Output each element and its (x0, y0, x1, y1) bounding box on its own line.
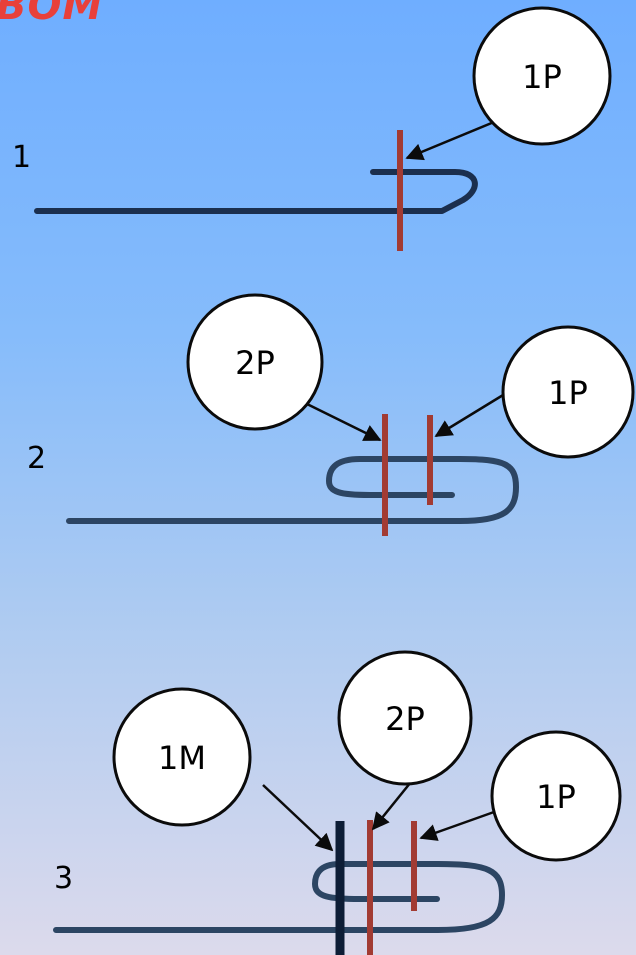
step-number-3: 3 (54, 861, 74, 896)
step-2-bubble-2p: 2P (186, 293, 324, 431)
step-2-bubble-2p-label: 2P (235, 344, 275, 382)
step-3-group: 1M 2P 1P (53, 650, 622, 955)
step-1-group: 1P (34, 6, 612, 251)
step-3-arrow-2p (371, 776, 416, 831)
step-3-bubble-2p-label: 2P (385, 700, 425, 738)
title-fragment: ВОМ (0, 0, 104, 29)
step-2-bubble-1p-label: 1P (548, 374, 588, 412)
step-2-cable (66, 456, 519, 524)
step-1-bubble-1p: 1P (472, 6, 612, 146)
step-3-arrow-1m (262, 784, 334, 852)
step-2-bubble-1p: 1P (501, 325, 635, 459)
step-2-arrow-1p (434, 390, 509, 438)
step-3-bubble-1m: 1M (112, 687, 252, 827)
step-3-bubble-1p: 1P (490, 730, 622, 862)
step-2-group: 2P 1P (66, 293, 635, 536)
step-1-bubble-1p-label: 1P (522, 58, 562, 96)
step-1-arrow-1p (405, 120, 495, 161)
step-3-bubble-1p-label: 1P (536, 778, 576, 816)
step-3-cable (53, 861, 505, 933)
step-3-bubble-1m-label: 1M (158, 739, 206, 777)
step-3-arrow-1p (419, 810, 495, 841)
step-1-cable (34, 169, 478, 214)
step-2-arrow-2p (306, 402, 382, 442)
step-number-1: 1 (12, 140, 32, 175)
step-number-2: 2 (27, 441, 47, 476)
step-3-bubble-2p: 2P (337, 650, 473, 786)
